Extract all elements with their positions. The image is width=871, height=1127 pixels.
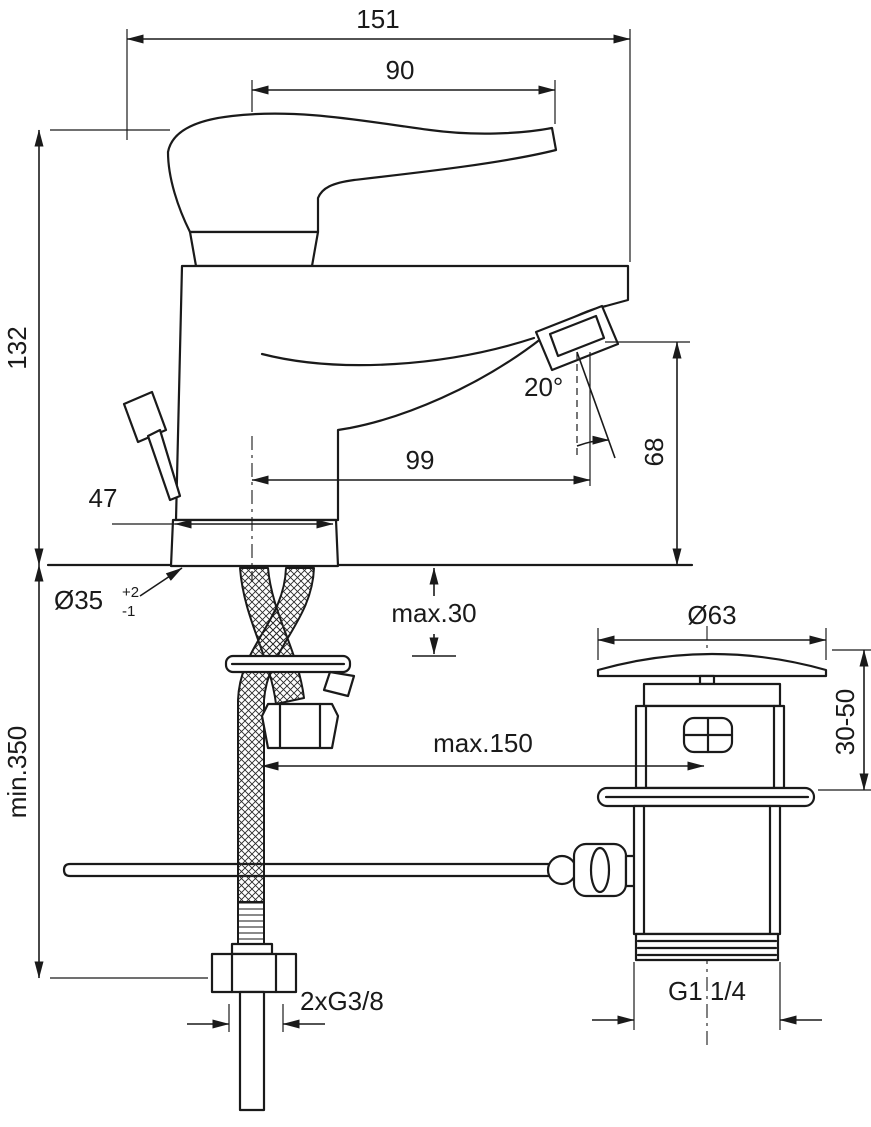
dim-overall-width bbox=[126, 29, 631, 262]
dimension-lines bbox=[34, 29, 871, 1032]
side-knob bbox=[122, 390, 168, 444]
popup-waste-assembly bbox=[596, 626, 828, 1046]
label-mounting-hole: Ø35 bbox=[54, 585, 103, 615]
label-height-above-deck: 132 bbox=[2, 326, 32, 369]
dim-supply-connection bbox=[187, 1004, 325, 1032]
hose-hex-connector bbox=[260, 702, 340, 750]
dim-spout-angle bbox=[576, 351, 616, 459]
dim-mounting-hole bbox=[139, 567, 183, 597]
waste-plug-cap bbox=[596, 652, 828, 678]
label-supply-connection: 2xG3/8 bbox=[300, 986, 384, 1016]
label-mounting-hole-tol-plus: +2 bbox=[122, 584, 139, 601]
mounting-tab bbox=[322, 670, 356, 698]
dim-waste-connection bbox=[592, 962, 822, 1030]
waste-neck bbox=[642, 682, 782, 708]
dim-waste-cap bbox=[597, 628, 827, 660]
faucet-lever-handle bbox=[166, 112, 558, 234]
dim-height-above-deck bbox=[34, 129, 170, 566]
label-overall-width: 151 bbox=[356, 4, 399, 34]
faucet-outline bbox=[122, 112, 630, 582]
label-spout-angle: 20° bbox=[524, 372, 563, 402]
label-spout-reach: 99 bbox=[406, 445, 435, 475]
supply-hex-nut bbox=[210, 952, 298, 994]
label-base-width: 47 bbox=[89, 483, 118, 513]
label-clearance-below: min.350 bbox=[2, 726, 32, 819]
label-handle-span: 90 bbox=[386, 55, 415, 85]
faucet-base-flange bbox=[169, 518, 340, 568]
supply-pipe bbox=[238, 990, 266, 1112]
linkage-cylinder bbox=[572, 842, 628, 898]
dim-outlet-height bbox=[605, 341, 690, 566]
label-outlet-height: 68 bbox=[639, 438, 669, 467]
label-mounting-hole-tol-minus: -1 bbox=[122, 603, 135, 620]
deck-surface-lines bbox=[46, 563, 694, 657]
dim-clearance-below bbox=[34, 564, 208, 979]
dim-spout-reach bbox=[251, 352, 591, 486]
below-deck-assembly bbox=[62, 567, 642, 1112]
hose-collar bbox=[230, 942, 274, 956]
dim-handle-span bbox=[251, 80, 556, 124]
label-waste-connection: G1 1/4 bbox=[668, 976, 746, 1006]
faucet-cartridge-cover bbox=[188, 230, 320, 268]
waste-lower-barrel bbox=[632, 804, 782, 936]
rod-ball-joint bbox=[546, 854, 578, 886]
label-waste-cap-diameter: Ø63 bbox=[687, 600, 736, 630]
label-deck-thickness: max.30 bbox=[391, 598, 476, 628]
dim-waste-adjust bbox=[818, 649, 871, 791]
dimension-labels: 151 90 132 min.350 99 68 47 20° Ø35 +2 -… bbox=[2, 4, 860, 1016]
popup-rod bbox=[62, 862, 554, 878]
hose-corrugation bbox=[237, 901, 265, 945]
label-waste-adjust-range: 30-50 bbox=[830, 689, 860, 756]
label-rod-reach: max.150 bbox=[433, 728, 533, 758]
